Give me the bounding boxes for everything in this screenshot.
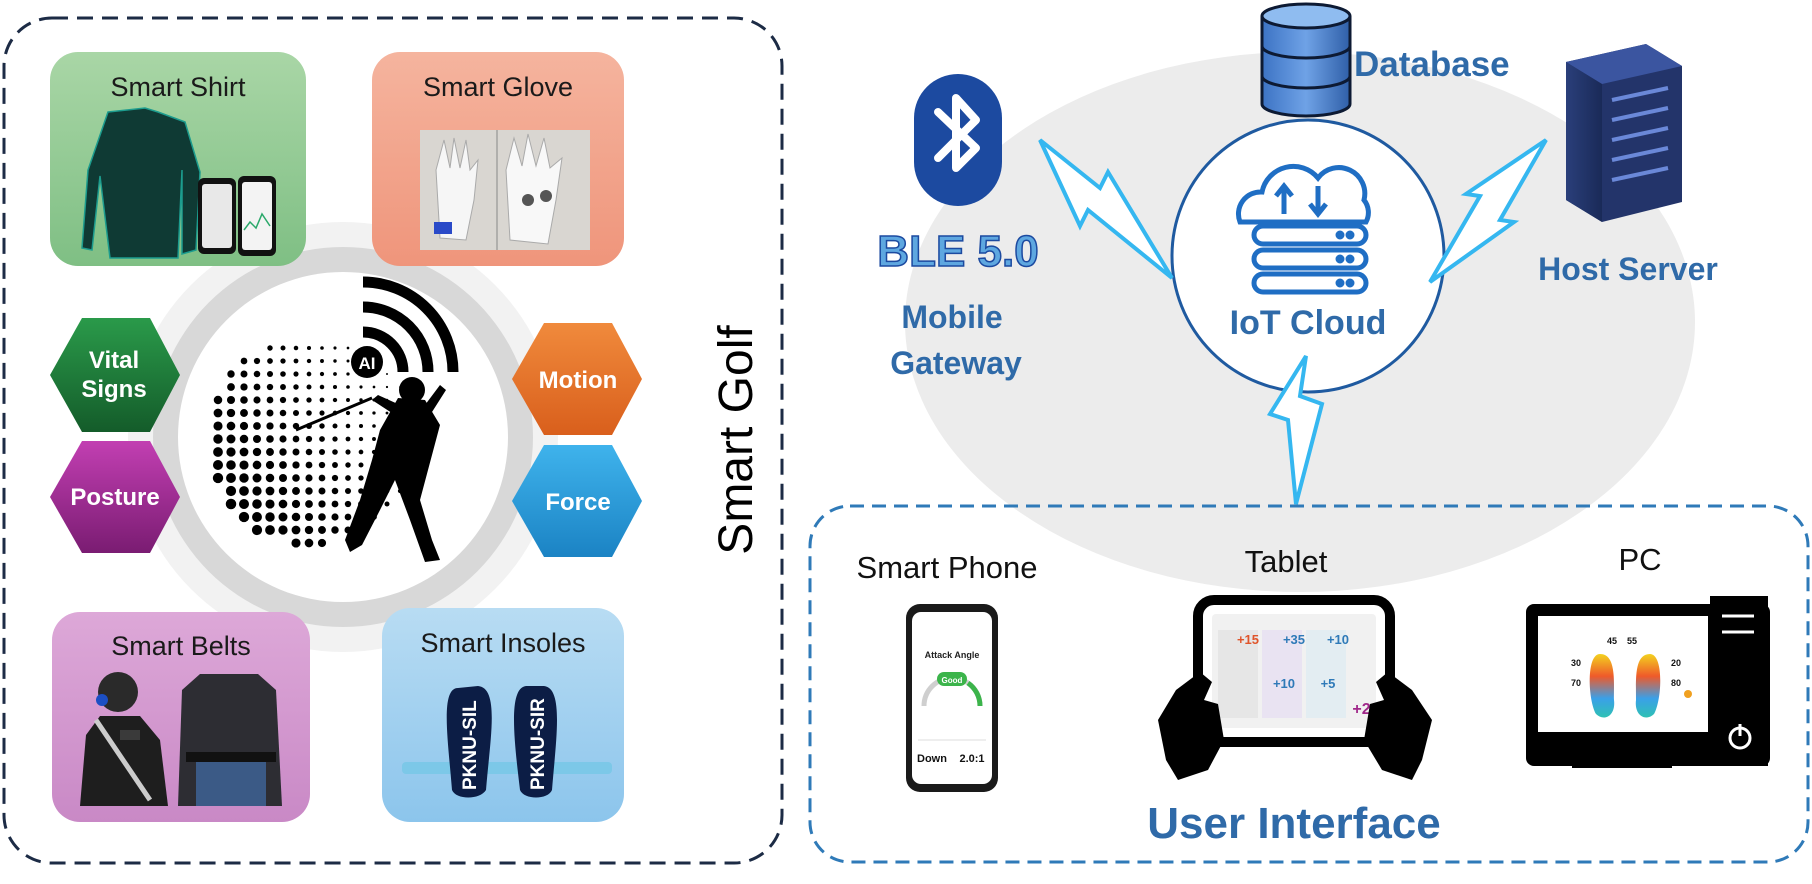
vital-signs-label-line1: Vital	[89, 347, 139, 374]
insoles-image: PKNU-SIL PKNU-SIR	[402, 686, 612, 798]
left-foot-heatmap	[1589, 654, 1615, 718]
pc-value-4: 70	[1571, 678, 1581, 688]
ai-badge-icon	[351, 346, 383, 378]
vital-signs-hexagon: Vital Signs	[50, 318, 180, 432]
smart-golf-panel: AI Smart Shirt Smart Glove	[2, 16, 784, 865]
pc-value-1: 45	[1607, 636, 1617, 646]
posture-label: Posture	[70, 484, 159, 511]
phone-right-value: 2.0:1	[959, 753, 984, 765]
smart-belts-label: Smart Belts	[111, 631, 251, 661]
tablet-value-5: +5	[1321, 676, 1336, 691]
smart-phone-label: Smart Phone	[857, 550, 1038, 585]
insole-left-label: PKNU-SIL	[460, 700, 481, 790]
right-hand-icon	[1364, 672, 1432, 780]
lightning-cloud-ui-icon	[1266, 354, 1325, 505]
smart-insoles-label: Smart Insoles	[420, 628, 585, 658]
bluetooth-icon	[914, 74, 1002, 206]
smart-insoles-card: Smart Insoles PKNU-SIL PKNU-SIR	[382, 608, 624, 822]
ble-version-label: BLE 5.0	[877, 227, 1038, 276]
wireless-links	[1038, 138, 1548, 505]
shirt-image	[81, 107, 201, 259]
host-server-label: Host Server	[1538, 251, 1718, 287]
belt-person-photos	[80, 672, 282, 806]
ai-badge-text: AI	[359, 354, 376, 373]
smart-glove-label: Smart Glove	[423, 72, 573, 102]
tablet-label: Tablet	[1245, 544, 1328, 579]
iot-cloud-circle	[1170, 118, 1446, 394]
phone-left-value: Down	[917, 753, 947, 765]
phone-app-image	[198, 176, 276, 256]
pc-image: 45 55 30 70 20 80	[1526, 596, 1770, 768]
posture-hexagon: Posture	[50, 441, 180, 553]
pc-value-3: 30	[1571, 658, 1581, 668]
smart-golf-title: Smart Golf	[710, 325, 763, 555]
tablet-value-4: +10	[1273, 676, 1295, 691]
pc-value-5: 20	[1671, 658, 1681, 668]
vital-signs-label-line2: Signs	[81, 376, 146, 403]
tablet-value-2: +35	[1283, 632, 1305, 647]
motion-label: Motion	[539, 367, 618, 394]
host-server-icon	[1566, 44, 1682, 222]
smart-glove-card: Smart Glove	[372, 52, 624, 266]
right-foot-heatmap	[1635, 654, 1661, 718]
smart-shirt-label: Smart Shirt	[110, 72, 246, 102]
mobile-gateway-label-line1: Mobile	[901, 299, 1002, 335]
wireless-icon	[362, 276, 459, 373]
pc-value-2: 55	[1627, 636, 1637, 646]
database-label: Database	[1354, 45, 1510, 84]
pc-value-6: 80	[1671, 678, 1681, 688]
tablet-panels	[1218, 630, 1346, 718]
force-hexagon: Force	[512, 445, 642, 557]
tablet-value-3: +10	[1327, 632, 1349, 647]
smart-belts-card: Smart Belts	[52, 612, 310, 822]
pc-label: PC	[1618, 542, 1661, 577]
tablet-image: +15 +35 +10 +10 +5 +22	[1158, 595, 1432, 780]
lightning-ble-cloud-icon	[1038, 138, 1174, 280]
database-icon	[1260, 2, 1352, 118]
left-hand-icon	[1158, 672, 1224, 780]
user-interface-title: User Interface	[1147, 799, 1440, 848]
user-interface-panel: Smart Phone Tablet PC Attack Angle Good …	[808, 504, 1810, 864]
golfer-silhouette-icon	[295, 377, 446, 562]
phone-gauge-text: Good	[942, 676, 963, 685]
iot-cloud-icon	[1235, 163, 1371, 295]
tablet-value-1: +15	[1237, 632, 1259, 647]
insole-right-label: PKNU-SIR	[528, 698, 549, 790]
lightning-server-cloud-icon	[1428, 138, 1548, 284]
network-panel: BLE 5.0 Mobile Gateway Database Host Ser…	[877, 2, 1718, 592]
phone-heading: Attack Angle	[925, 650, 980, 660]
smartphone-image: Attack Angle Good Down 2.0:1	[906, 604, 998, 792]
motion-hexagon: Motion	[512, 323, 642, 435]
force-label: Force	[545, 489, 610, 516]
mobile-gateway-label-line2: Gateway	[890, 345, 1022, 381]
smart-golf-dashed-border	[2, 16, 784, 865]
iot-cloud-label: IoT Cloud	[1230, 304, 1387, 342]
smart-shirt-card: Smart Shirt	[50, 52, 306, 266]
